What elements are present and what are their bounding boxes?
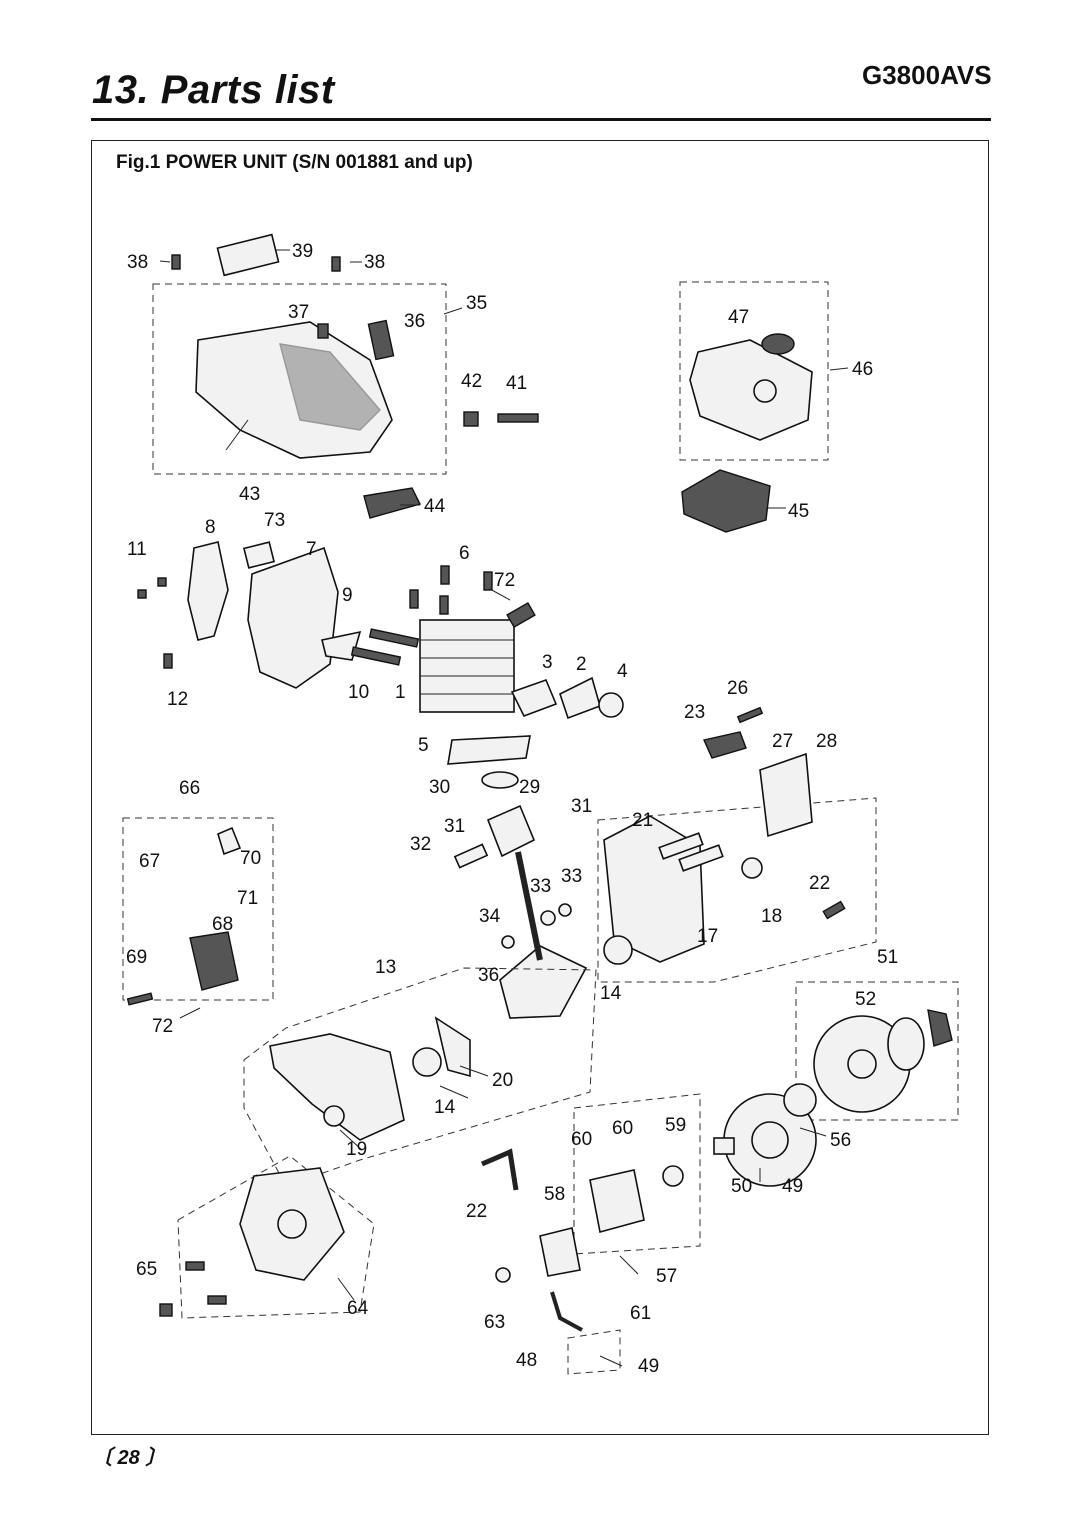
callout-64: 65 xyxy=(136,1259,157,1280)
callout-36: 36 xyxy=(404,311,425,332)
callout-72: 72 xyxy=(494,570,515,591)
callout-66: 67 xyxy=(139,851,160,872)
exploded-parts-diagram: 38 39 38 37 36 35 47 46 42 41 43 44 45 7… xyxy=(122,233,959,1377)
callout-52: 52 xyxy=(855,989,876,1010)
callout-7: 7 xyxy=(306,539,317,560)
callout-8: 8 xyxy=(205,517,216,538)
callout-17: 19 xyxy=(346,1139,367,1160)
callout-38: 38 xyxy=(364,252,385,273)
callout-59: 60 xyxy=(571,1129,592,1150)
callout-19: 20 xyxy=(492,1070,513,1091)
callout-3: 3 xyxy=(542,652,553,673)
section-title: 13. Parts list xyxy=(92,68,335,112)
callout-16: 18 xyxy=(761,906,782,927)
callout-20: 22 xyxy=(809,873,830,894)
callout-73: 73 xyxy=(264,510,285,531)
callout-68: 69 xyxy=(126,947,147,968)
callout-27: 28 xyxy=(816,731,837,752)
callout-22: 23 xyxy=(684,702,705,723)
callout-41: 42 xyxy=(461,371,482,392)
figure-frame xyxy=(91,140,989,1435)
callout-42: 43 xyxy=(239,484,260,505)
callout-58: 59 xyxy=(665,1115,686,1136)
callout-10: 10 xyxy=(348,682,369,703)
callout-34: 36 xyxy=(478,965,499,986)
callout-23: 26 xyxy=(727,678,748,699)
callout-labels: 38 39 38 37 36 35 47 46 42 41 43 44 45 7… xyxy=(126,241,898,1377)
callout-40: 41 xyxy=(506,373,527,394)
callout-57: 58 xyxy=(544,1184,565,1205)
callout-48: 49 xyxy=(638,1356,659,1377)
callout-70: 71 xyxy=(237,888,258,909)
callout-35: 35 xyxy=(466,293,487,314)
callout-31: 31 xyxy=(571,796,592,817)
callout-51: 51 xyxy=(877,947,898,968)
callout-61: 63 xyxy=(484,1312,505,1333)
callout-43: 44 xyxy=(424,496,446,517)
callout-13: 13 xyxy=(375,957,396,978)
part-shapes xyxy=(122,233,959,1375)
callout-2: 2 xyxy=(576,654,587,675)
callout-60: 61 xyxy=(630,1303,651,1324)
callout-50: 50 xyxy=(731,1176,752,1197)
callout-32: 33 xyxy=(530,876,551,897)
callout-14: 14 xyxy=(434,1097,456,1118)
callout-33: 33 xyxy=(561,866,582,887)
callout-56: 57 xyxy=(656,1266,677,1287)
callout-26: 27 xyxy=(772,731,793,752)
callout-33: 34 xyxy=(479,906,501,927)
figure-title: Fig.1 POWER UNIT (S/N 001881 and up) xyxy=(116,152,473,173)
callout-30: 31 xyxy=(444,816,465,837)
callout-15: 17 xyxy=(697,926,718,947)
callout-4: 4 xyxy=(617,661,628,682)
callout-63: 64 xyxy=(347,1298,369,1319)
callout-65: 66 xyxy=(179,778,200,799)
callout-53: 56 xyxy=(830,1130,851,1151)
title-rule xyxy=(91,118,991,121)
callout-5: 5 xyxy=(418,735,429,756)
callout-6: 6 xyxy=(459,543,470,564)
callout-37: 37 xyxy=(288,302,309,323)
callout-11: 11 xyxy=(127,539,147,560)
callout-14: 14 xyxy=(600,983,622,1004)
callout-28: 29 xyxy=(519,777,540,798)
callout-71: 72 xyxy=(152,1016,173,1037)
callout-49: 49 xyxy=(782,1176,803,1197)
callout-12: 12 xyxy=(167,689,188,710)
callout-18: 21 xyxy=(632,810,653,831)
callout-45: 46 xyxy=(852,359,873,380)
model-name: G3800AVS xyxy=(862,60,992,90)
callout-31: 32 xyxy=(410,834,431,855)
callout-1: 1 xyxy=(395,682,406,703)
callout-21: 22 xyxy=(466,1201,487,1222)
callout-67: 68 xyxy=(212,914,233,935)
callout-39: 39 xyxy=(292,241,313,262)
page-number: 〔 28 〕 xyxy=(92,1447,166,1469)
callout-38: 38 xyxy=(127,252,148,273)
callout-44: 45 xyxy=(788,501,809,522)
callout-29: 30 xyxy=(429,777,450,798)
callout-47: 48 xyxy=(516,1350,537,1371)
callout-46: 47 xyxy=(728,307,749,328)
callout-69: 70 xyxy=(240,848,261,869)
callout-9: 9 xyxy=(342,585,353,606)
callout-60: 60 xyxy=(612,1118,633,1139)
